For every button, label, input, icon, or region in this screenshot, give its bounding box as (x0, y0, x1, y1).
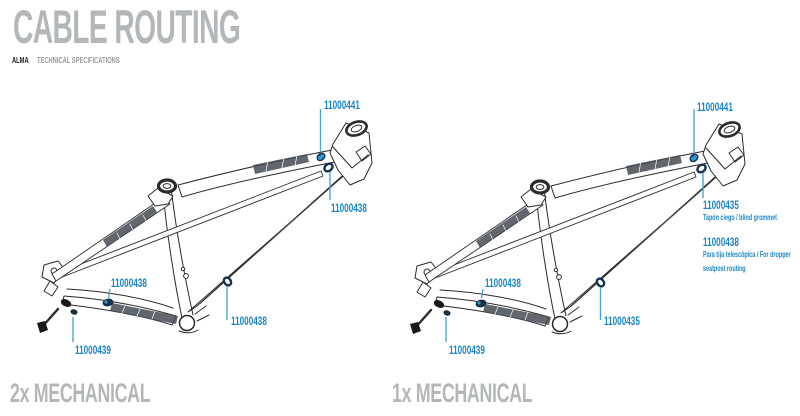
diagram-caption-2x-mechanical: 2x MECHANICAL (10, 378, 151, 408)
part-label-downtube-lower-1x: 11000435 (604, 314, 640, 328)
brand-name: ALMA (12, 56, 29, 65)
part-label-chainstay-exit-1x: 11000439 (449, 343, 485, 357)
part-label-headtube-lower-2x: 11000438 (331, 201, 367, 215)
part-note-blind-grommet: Tapón ciego / blind grommet (703, 213, 777, 222)
part-label-headtube-lower-1x: 11000435 (703, 198, 739, 212)
part-label-chainstay-exit-2x: 11000439 (75, 343, 111, 357)
part-label-headtube-top-1x: 11000441 (697, 100, 733, 114)
page-title: CABLE ROUTING (13, 0, 241, 53)
part-note-dropper-routing: Para tija telescópica / For dropper seat… (703, 250, 791, 273)
part-label-downtube-lower-2x: 11000438 (231, 314, 267, 328)
part-label-headtube-top-2x: 11000441 (324, 98, 360, 112)
part-label-chainstay-mid-1x: 11000438 (485, 276, 521, 290)
leader-lines-left (72, 109, 331, 342)
bike-frame-right (408, 118, 747, 336)
leader-lines-right (445, 109, 704, 342)
diagram-caption-1x-mechanical: 1x MECHANICAL (392, 378, 533, 408)
bike-frame-left (35, 117, 374, 335)
part-label-dropper-info-1x: 11000438 (703, 235, 739, 249)
part-label-chainstay-mid-2x: 11000438 (111, 276, 147, 290)
